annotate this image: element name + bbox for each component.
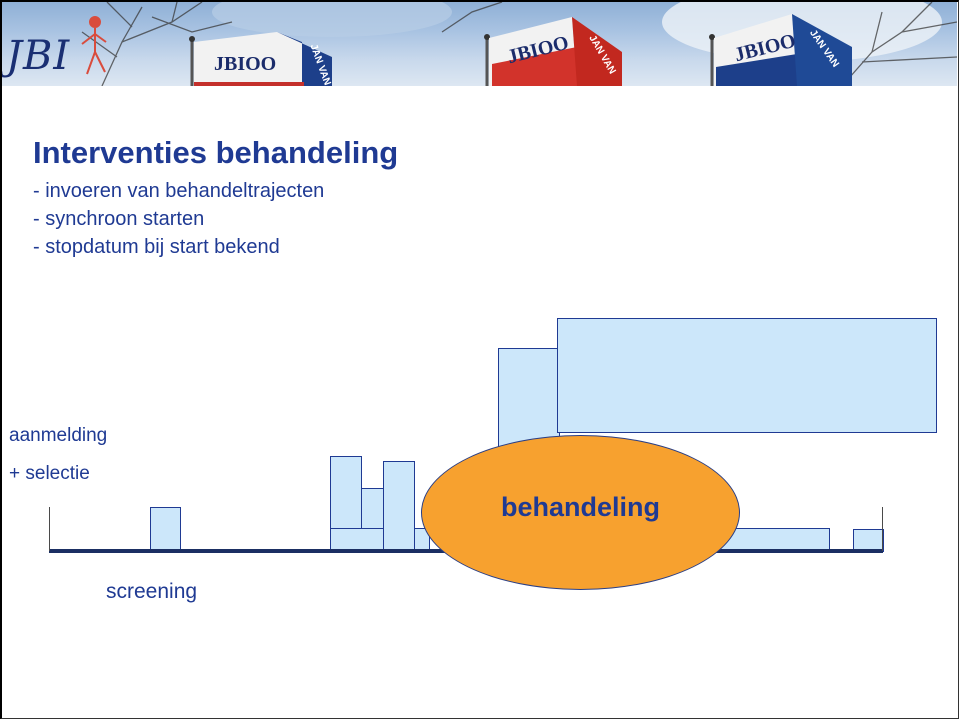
timeline-start-tick xyxy=(49,507,50,551)
header-banner: JBI JBIOO JBIOO JBIOO JAN VAN JAN VAN JA… xyxy=(2,2,957,86)
bullet-item: - invoeren van behandeltrajecten xyxy=(33,180,325,202)
intake-block-2 xyxy=(361,488,385,529)
flag-text-1: JBIOO xyxy=(214,53,277,75)
timeline-end-tick xyxy=(882,507,883,551)
label-selectie: + selectie xyxy=(9,463,90,484)
bullet-item: - synchroon starten xyxy=(33,208,205,230)
intake-block-3 xyxy=(383,461,415,553)
intake-block-1 xyxy=(330,456,362,529)
treatment-block-main xyxy=(557,318,937,433)
behandeling-ellipse xyxy=(421,435,740,590)
bullet-item: - stopdatum bij start bekend xyxy=(33,236,280,258)
jbi-logo: JBI xyxy=(6,33,71,79)
banner-photo xyxy=(81,2,957,86)
bullet-list: - invoeren van behandeltrajecten - synch… xyxy=(33,177,324,261)
slide-title: Interventies behandeling xyxy=(33,135,399,170)
screening-block xyxy=(150,507,181,552)
label-aanmelding: aanmelding xyxy=(9,425,108,446)
label-screening: screening xyxy=(106,580,198,603)
behandeling-label: behandeling xyxy=(500,492,660,522)
